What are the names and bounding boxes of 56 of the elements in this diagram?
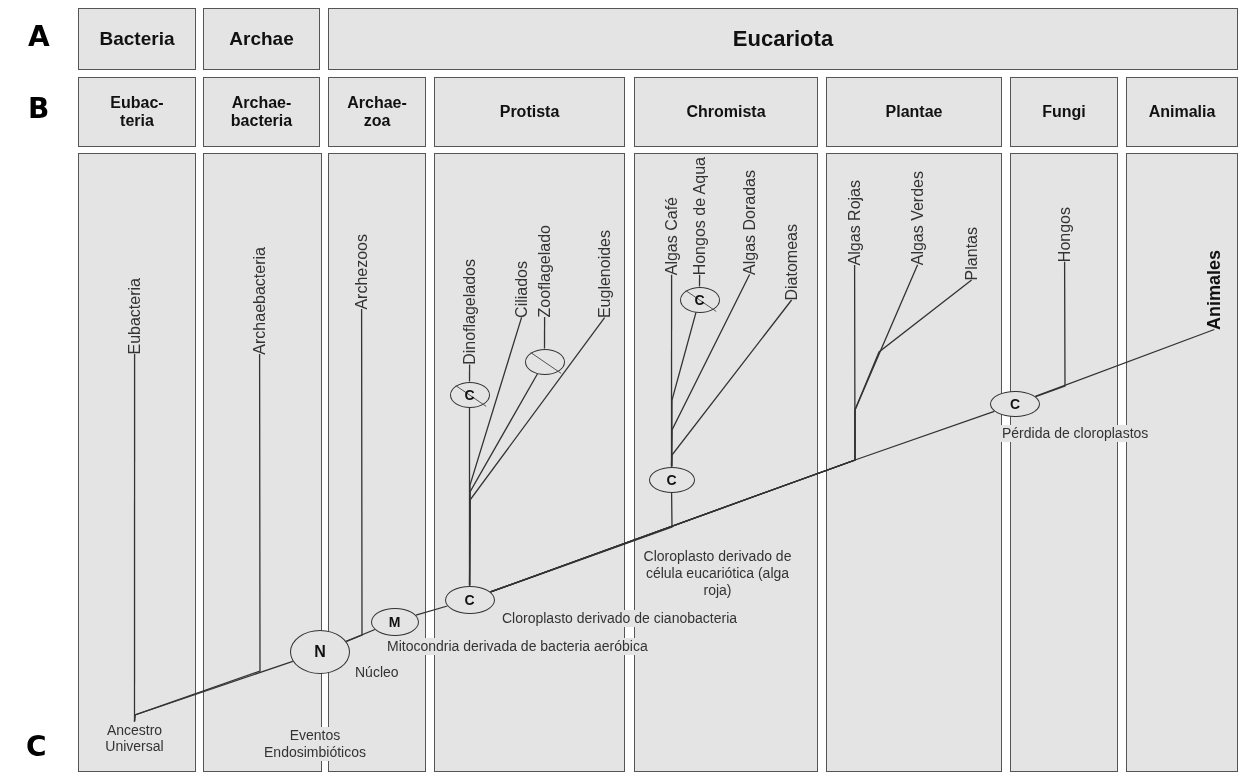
kingdom-header: Chromista xyxy=(634,77,818,147)
taxon-label: Ciliados xyxy=(512,260,532,318)
lost-event-marker: C xyxy=(679,286,720,313)
kingdom-header: Fungi xyxy=(1010,77,1118,147)
event-label: Núcleo xyxy=(355,664,399,681)
taxon-label: Algas Verdes xyxy=(908,170,928,265)
event-label: Pérdida de cloroplastos xyxy=(1000,425,1151,442)
taxon-label: Archezoos xyxy=(352,233,372,310)
taxon-label: Eubacteria xyxy=(125,277,145,354)
kingdom-header: Protista xyxy=(434,77,625,147)
branch-line xyxy=(489,410,995,593)
taxon-label: Hongos de Aqua xyxy=(690,156,710,275)
row-letter: C xyxy=(26,730,47,764)
taxon-label: Hongos xyxy=(1055,206,1075,262)
kingdom-header: Archae- bacteria xyxy=(203,77,320,147)
taxon-label: Archaebacteria xyxy=(250,246,270,355)
root-label: Ancestro Universal xyxy=(89,721,180,756)
taxon-label: Dinoflagelados xyxy=(460,258,480,365)
lost-event-marker: C xyxy=(449,381,490,408)
domain-header: Eucariota xyxy=(328,8,1238,70)
branch-line xyxy=(468,363,471,383)
event-marker: C xyxy=(444,585,495,614)
branch-line xyxy=(543,316,546,350)
event-label: Cloroplasto derivado de cianobacteria xyxy=(500,610,740,627)
taxon-label: Animales xyxy=(1203,249,1226,330)
taxon-label: Diatomeas xyxy=(782,223,802,300)
column-panel xyxy=(78,153,196,772)
taxon-label: Plantas xyxy=(962,226,982,280)
branch-line xyxy=(415,605,449,616)
branch-line xyxy=(671,299,793,468)
row-letter: B xyxy=(28,92,50,126)
event-marker: C xyxy=(648,466,695,493)
kingdom-header: Plantae xyxy=(826,77,1002,147)
domain-header: Bacteria xyxy=(78,8,196,70)
lost-event-marker xyxy=(524,348,565,375)
event-label: Mitocondria derivada de bacteria aeróbica xyxy=(385,638,650,655)
branch-line xyxy=(468,406,471,587)
taxon-label: Algas Doradas xyxy=(740,169,760,275)
row-letter: A xyxy=(28,20,50,54)
taxon-label: Euglenoides xyxy=(595,229,615,318)
branch-line xyxy=(345,308,363,643)
taxon-label: Zooflagelado xyxy=(535,224,555,317)
branch-line xyxy=(698,274,701,288)
kingdom-header: Animalia xyxy=(1126,77,1238,147)
kingdom-header: Archae- zoa xyxy=(328,77,426,147)
event-marker: M xyxy=(370,607,419,636)
kingdom-header: Eubac- teria xyxy=(78,77,196,147)
taxon-label: Algas Rojas xyxy=(845,179,865,265)
branch-line xyxy=(345,628,376,642)
branch-line xyxy=(133,660,294,723)
branch-line xyxy=(1034,261,1066,398)
domain-header: Archae xyxy=(203,8,320,70)
branch-line xyxy=(468,316,606,587)
branch-line xyxy=(1034,328,1215,398)
column-panel xyxy=(826,153,1002,772)
taxon-label: Algas Café xyxy=(662,196,682,275)
